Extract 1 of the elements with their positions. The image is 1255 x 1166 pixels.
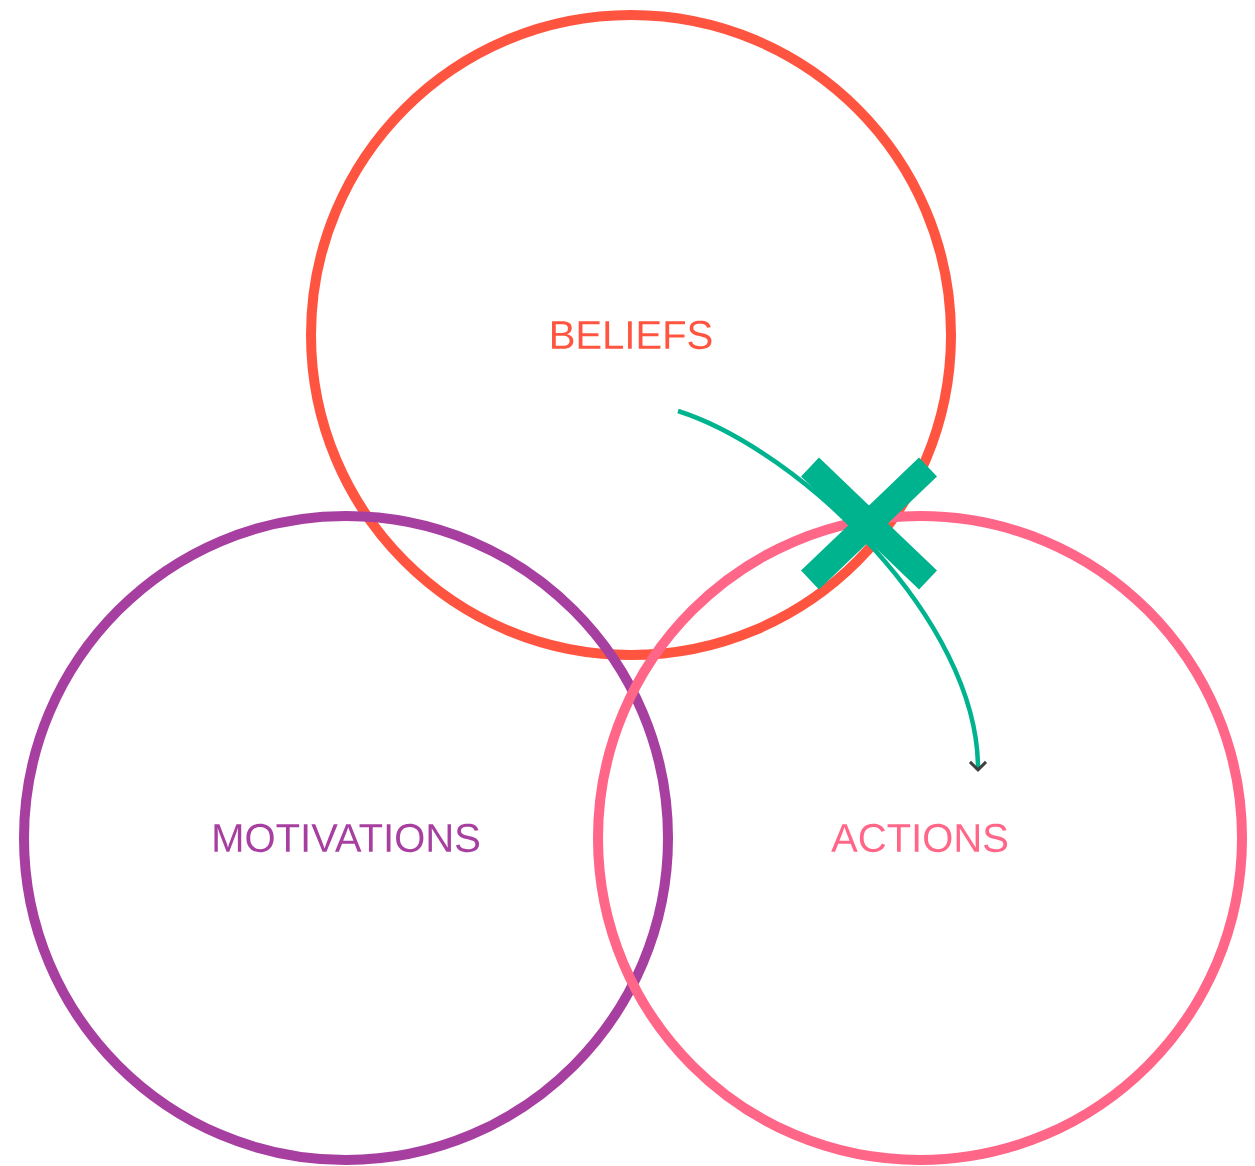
arrow (677, 408, 988, 772)
